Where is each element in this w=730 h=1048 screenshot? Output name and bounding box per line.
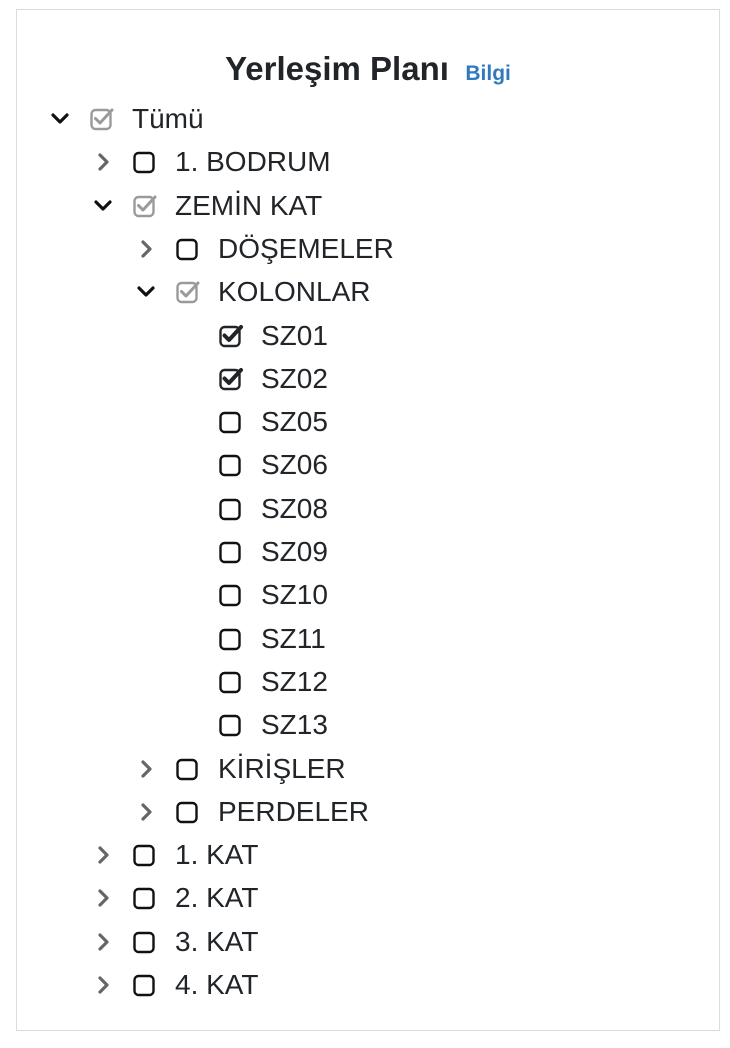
- checkbox-unchecked-icon[interactable]: [218, 496, 244, 522]
- tree-node-sz05[interactable]: SZ05: [176, 402, 328, 442]
- layout-tree: Tümü 1. BODRUM ZEMİN KAT DÖŞEMELER KOLONLAR S…: [17, 10, 719, 1030]
- tree-node-label: SZ09: [261, 536, 328, 567]
- tree-node-perdeler[interactable]: PERDELER: [133, 792, 369, 832]
- tree-node-label: SZ06: [261, 449, 328, 481]
- chevron-down-icon[interactable]: [133, 279, 159, 305]
- tree-node-label: KİRİŞLER: [218, 752, 346, 784]
- checkbox-unchecked-icon[interactable]: [175, 799, 201, 825]
- tree-node-label: SZ05: [261, 406, 328, 438]
- tree-node-label: 4. KAT: [175, 969, 259, 1000]
- tree-node-kat1[interactable]: 1. KAT: [90, 835, 259, 875]
- checkbox-unchecked-icon[interactable]: [218, 539, 244, 565]
- tree-node-label: 1. BODRUM: [175, 146, 331, 178]
- tree-node-label: SZ11: [261, 622, 326, 654]
- tree-node-label: SZ13: [261, 709, 328, 741]
- checkbox-unchecked-icon[interactable]: [132, 972, 158, 998]
- tree-node-sz01[interactable]: SZ01: [176, 316, 328, 356]
- tree-node-sz06[interactable]: SZ06: [176, 445, 328, 485]
- tree-node-tumu[interactable]: Tümü: [47, 99, 204, 139]
- checkbox-unchecked-icon[interactable]: [132, 885, 158, 911]
- tree-node-kolonlar[interactable]: KOLONLAR: [133, 272, 371, 312]
- checkbox-partial-icon[interactable]: [175, 279, 201, 305]
- tree-node-sz12[interactable]: SZ12: [176, 662, 328, 702]
- checkbox-checked-icon[interactable]: [218, 366, 244, 392]
- tree-node-label: 1. KAT: [175, 839, 259, 871]
- tree-node-label: SZ08: [261, 492, 328, 524]
- checkbox-partial-icon[interactable]: [89, 106, 115, 132]
- tree-node-bodrum1[interactable]: 1. BODRUM: [90, 142, 331, 182]
- tree-node-sz08[interactable]: SZ08: [176, 489, 328, 529]
- tree-node-sz02[interactable]: SZ02: [176, 359, 328, 399]
- checkbox-unchecked-icon[interactable]: [218, 452, 244, 478]
- layout-plan-panel: Yerleşim Planı Bilgi Tümü 1. BODRUM ZEMİN …: [16, 9, 720, 1031]
- chevron-right-icon[interactable]: [90, 929, 116, 955]
- page-title: Yerleşim Planı: [225, 50, 449, 87]
- chevron-right-icon[interactable]: [133, 236, 159, 262]
- info-link[interactable]: Bilgi: [465, 62, 511, 85]
- tree-node-label: SZ02: [261, 362, 328, 394]
- checkbox-checked-icon[interactable]: [218, 323, 244, 349]
- checkbox-unchecked-icon[interactable]: [218, 409, 244, 435]
- chevron-right-icon[interactable]: [90, 149, 116, 175]
- tree-node-sz09[interactable]: SZ09: [176, 532, 328, 572]
- chevron-right-icon[interactable]: [133, 756, 159, 782]
- chevron-right-icon[interactable]: [90, 972, 116, 998]
- checkbox-partial-icon[interactable]: [132, 193, 158, 219]
- tree-node-label: SZ10: [261, 579, 328, 611]
- checkbox-unchecked-icon[interactable]: [132, 149, 158, 175]
- tree-node-sz13[interactable]: SZ13: [176, 705, 328, 745]
- tree-node-label: SZ01: [261, 319, 328, 351]
- tree-node-label: 2. KAT: [175, 882, 259, 914]
- chevron-right-icon[interactable]: [133, 799, 159, 825]
- tree-node-label: PERDELER: [218, 795, 369, 827]
- checkbox-unchecked-icon[interactable]: [218, 669, 244, 695]
- tree-node-zemin-kat[interactable]: ZEMİN KAT: [90, 186, 322, 226]
- tree-node-label: Tümü: [132, 103, 204, 134]
- tree-node-sz11[interactable]: SZ11: [176, 619, 326, 659]
- checkbox-unchecked-icon[interactable]: [218, 712, 244, 738]
- checkbox-unchecked-icon[interactable]: [175, 756, 201, 782]
- checkbox-unchecked-icon[interactable]: [132, 929, 158, 955]
- tree-node-sz10[interactable]: SZ10: [176, 575, 328, 615]
- tree-node-label: SZ12: [261, 665, 328, 697]
- chevron-down-icon[interactable]: [90, 193, 116, 219]
- checkbox-unchecked-icon[interactable]: [218, 582, 244, 608]
- chevron-right-icon[interactable]: [90, 885, 116, 911]
- checkbox-unchecked-icon[interactable]: [132, 842, 158, 868]
- tree-node-kat2[interactable]: 2. KAT: [90, 878, 259, 918]
- tree-node-label: KOLONLAR: [218, 276, 371, 308]
- tree-node-kirisler[interactable]: KİRİŞLER: [133, 749, 346, 789]
- tree-node-kat3[interactable]: 3. KAT: [90, 922, 259, 962]
- tree-node-kat4[interactable]: 4. KAT: [90, 965, 259, 1005]
- tree-node-label: DÖŞEMELER: [218, 232, 394, 264]
- tree-node-label: ZEMİN KAT: [175, 189, 323, 221]
- checkbox-unchecked-icon[interactable]: [175, 236, 201, 262]
- chevron-down-icon[interactable]: [47, 106, 73, 132]
- panel-header: Yerleşim Planı Bilgi: [17, 50, 719, 88]
- tree-node-label: 3. KAT: [175, 925, 259, 957]
- chevron-right-icon[interactable]: [90, 842, 116, 868]
- tree-node-dosemeler[interactable]: DÖŞEMELER: [133, 229, 394, 269]
- checkbox-unchecked-icon[interactable]: [218, 626, 244, 652]
